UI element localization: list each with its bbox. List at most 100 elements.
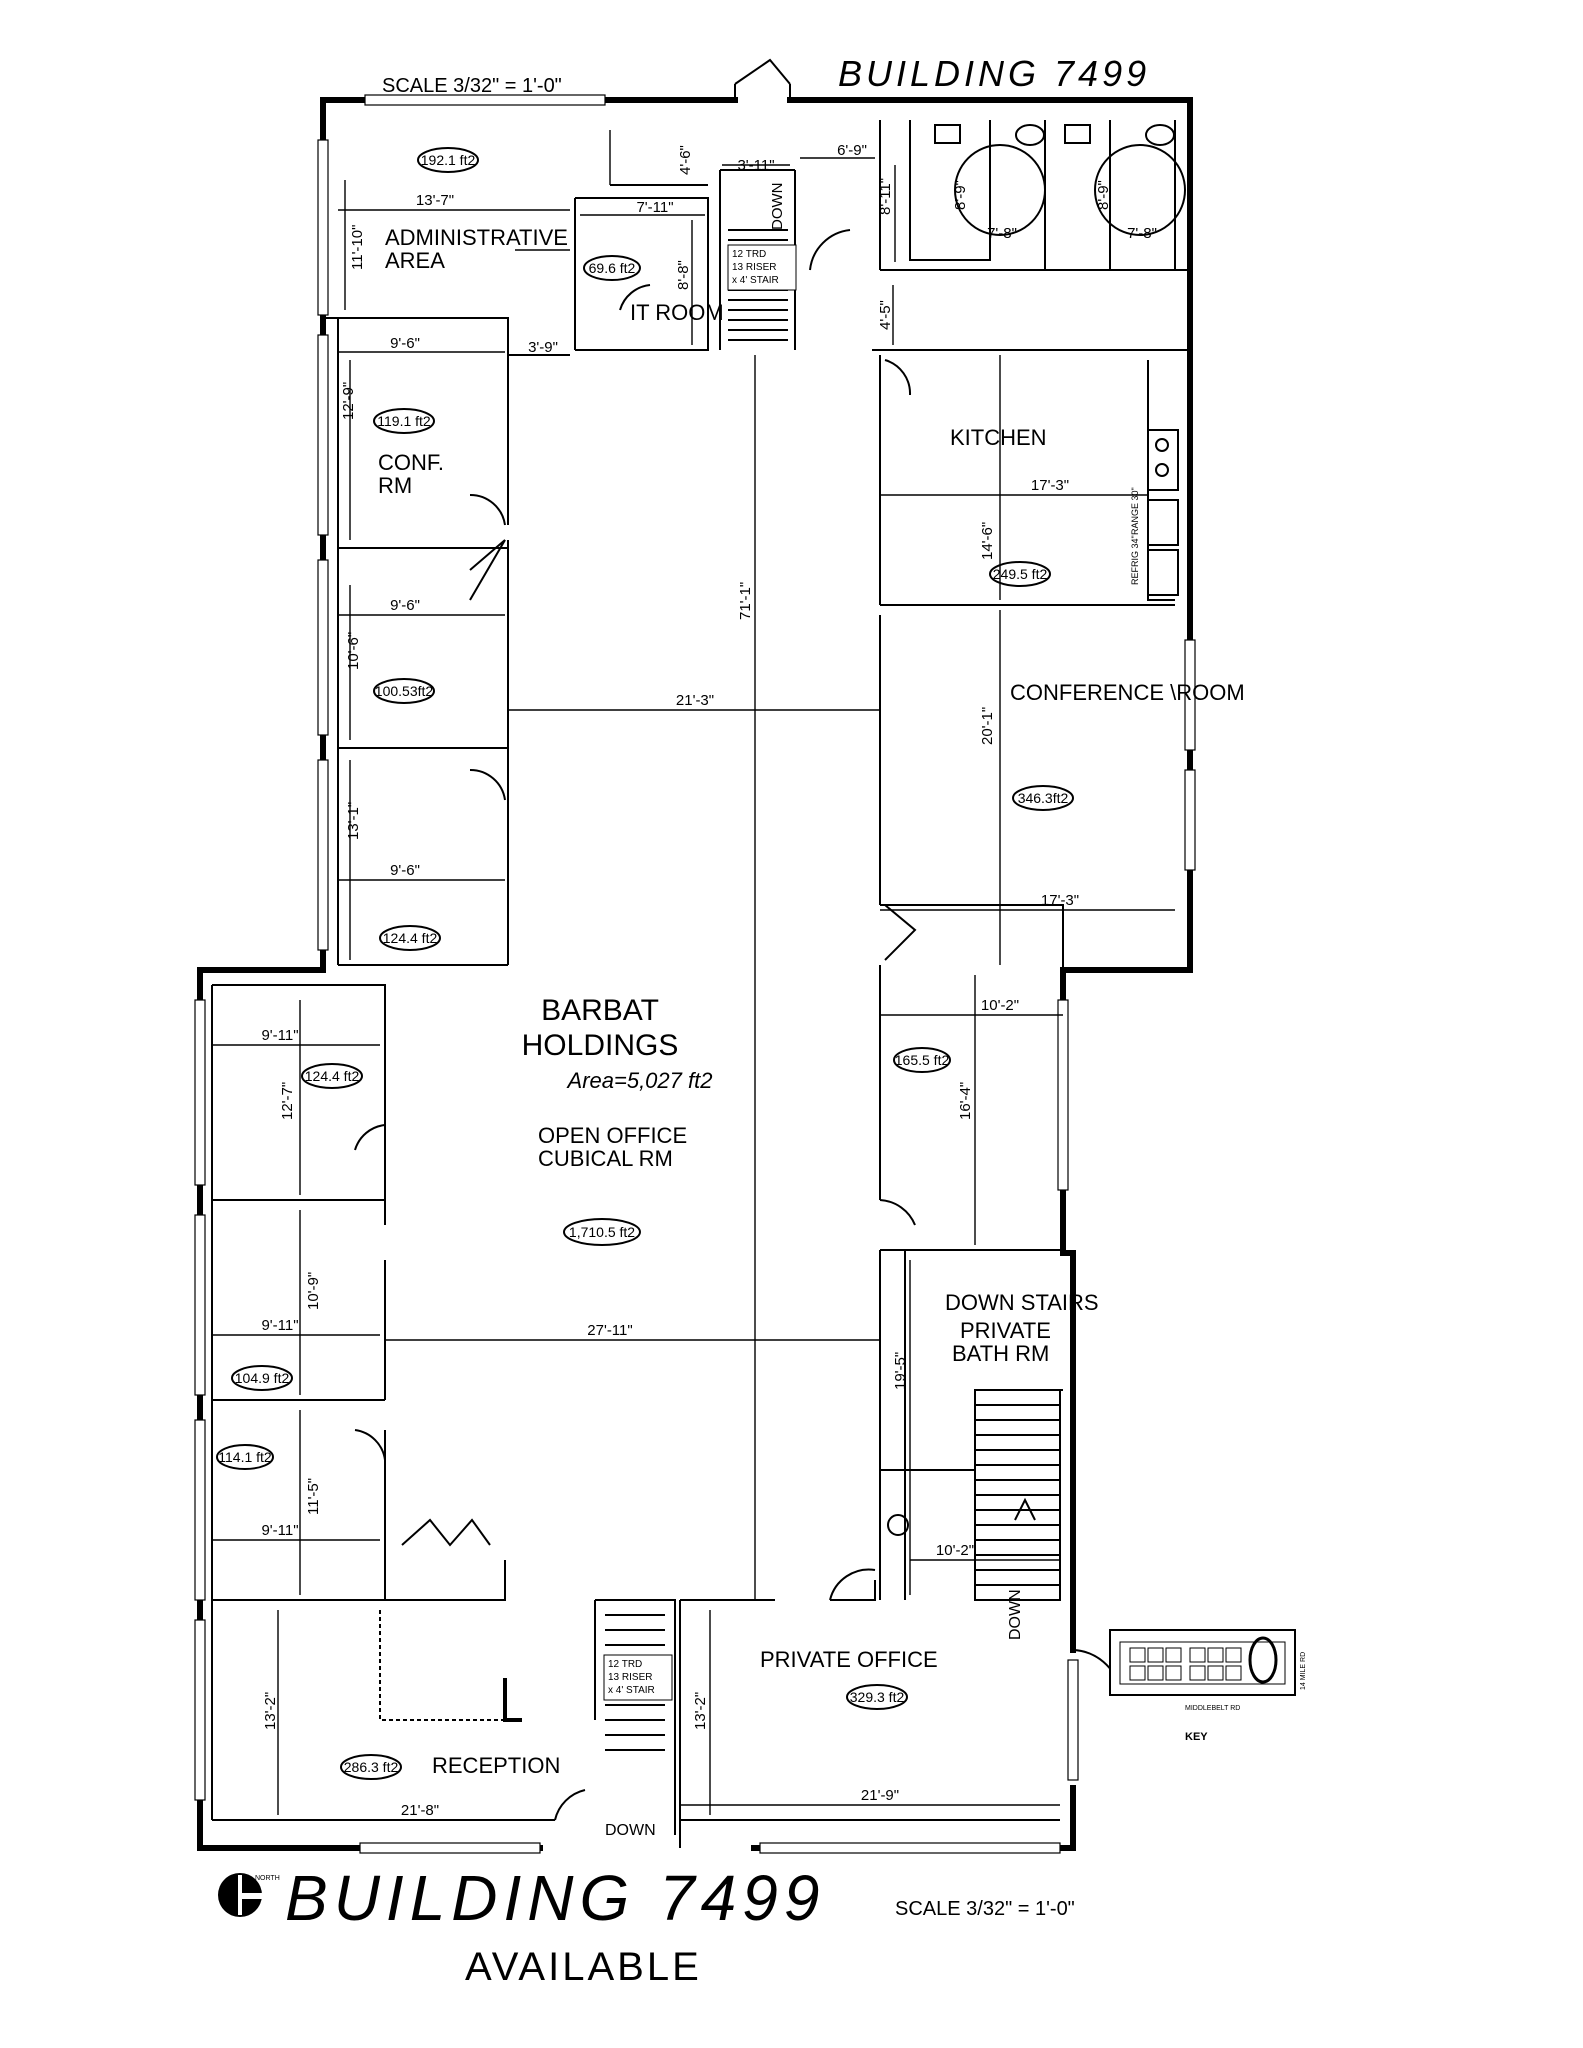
north-arrow-icon (218, 1873, 264, 1917)
open-office-label-2: CUBICAL RM (538, 1146, 673, 1171)
office-e-width: 9'-11" (261, 1522, 298, 1539)
conference-height: 20'-1" (979, 707, 996, 745)
conf-area-value: 119.1 ft2 (377, 413, 431, 429)
conf-width: 9'-6" (390, 335, 420, 352)
entry-door-swing (734, 58, 791, 85)
window (1184, 639, 1196, 751)
window (1057, 999, 1069, 1191)
stair-top-down: DOWN (769, 183, 786, 231)
it-room-label: IT ROOM (630, 300, 724, 325)
office-e-area-value: 114.1 ft2 (218, 1449, 272, 1465)
restroom-a-height: 8'-9" (952, 180, 969, 210)
admin-height: 11'-10" (349, 225, 366, 270)
conference-area-value: 346.3ft2 (1018, 790, 1069, 806)
east-office-height: 16'-4" (957, 1082, 974, 1120)
window (194, 1619, 206, 1801)
scale-note-top: SCALE 3/32" = 1'-0" (382, 75, 562, 97)
conference-width: 17'-3" (1041, 892, 1079, 909)
down-stairs-label-2: PRIVATE (960, 1318, 1051, 1343)
window (317, 759, 329, 951)
availability-status: AVAILABLE (465, 1945, 702, 1989)
reception-label: RECEPTION (432, 1753, 560, 1778)
open-office-width-lower: 27'-11" (587, 1322, 632, 1339)
building-title-bottom: BUILDING 7499 (285, 1862, 825, 1934)
window (194, 1419, 206, 1601)
stair-bottom-riser: 13 RISER (608, 1672, 652, 1683)
it-area-value: 69.6 ft2 (589, 260, 636, 276)
admin-area-value: 192.1 ft2 (421, 152, 476, 168)
office-a-width: 9'-6" (390, 597, 420, 614)
reception-width: 21'-8" (401, 1802, 439, 1819)
office-e-height: 11'-5" (305, 1478, 322, 1515)
reception-area-value: 286.3 ft2 (344, 1759, 399, 1775)
stair-top-width: 3'-11" (737, 157, 774, 174)
kitchen-width: 17'-3" (1031, 477, 1069, 494)
window (194, 999, 206, 1186)
admin-top-dim: 4'-6" (677, 145, 694, 175)
office-d-height: 10'-9" (305, 1272, 322, 1310)
key-plan-highlight (1248, 1636, 1278, 1684)
down-stairs-label-3: BATH RM (952, 1341, 1049, 1366)
down-stairs-down: DOWN (1007, 1589, 1024, 1640)
conf-label-2: RM (378, 473, 412, 498)
building-title-top: BUILDING 7499 (838, 53, 1150, 94)
kitchen-height: 14'-6" (979, 522, 996, 560)
office-a-height: 10'-6" (345, 632, 362, 670)
private-office-width: 21'-9" (861, 1787, 899, 1804)
key-road-2: 14 MILE RD (1300, 1652, 1307, 1690)
open-office-label-1: OPEN OFFICE (538, 1123, 687, 1148)
down-stairs-label-1: DOWN STAIRS (945, 1290, 1099, 1315)
east-office-width: 10'-2" (981, 997, 1019, 1014)
fridge-label: REFRIG 34" (1130, 535, 1140, 585)
open-office-width-upper: 21'-3" (676, 692, 714, 709)
restroom-a-width: 7'-8" (987, 225, 1017, 242)
conference-label: CONFERENCE \ROOM (1010, 680, 1245, 705)
kitchen-label: KITCHEN (950, 425, 1047, 450)
reception-height: 13'-2" (262, 1692, 279, 1730)
tenant-name-1: BARBAT (541, 994, 659, 1027)
area-ellipses (216, 147, 1074, 1780)
north-label: NORTH (255, 1875, 280, 1882)
office-b-area-value: 124.4 ft2 (383, 930, 438, 946)
it-height: 8'-8" (675, 260, 692, 290)
stair-top-trd: 12 TRD (732, 249, 766, 260)
office-a-area-value: 100.53ft2 (375, 683, 434, 699)
office-c-height: 12'-7" (279, 1082, 296, 1120)
key-plan (1109, 1629, 1296, 1696)
kitchen-area-value: 249.5 ft2 (993, 566, 1048, 582)
office-b-height: 13'-1" (345, 802, 362, 840)
stair-bottom-stair: x 4' STAIR (608, 1685, 655, 1696)
window (364, 94, 606, 106)
restroom-fixtures (934, 124, 1186, 236)
window (317, 334, 329, 536)
entry-frame (734, 84, 791, 100)
tenant-area: Area=5,027 ft2 (566, 1068, 713, 1093)
door-swings (354, 229, 1121, 1821)
open-office-height: 71'-1" (737, 582, 754, 620)
east-office-area-value: 165.5 ft2 (895, 1052, 950, 1068)
stair-top-note-box (727, 244, 797, 291)
private-office-height: 13'-2" (692, 1692, 709, 1730)
admin-width: 13'-7" (416, 192, 454, 209)
tenant-name-2: HOLDINGS (522, 1029, 679, 1062)
window (1184, 769, 1196, 871)
key-label: KEY (1185, 1731, 1208, 1743)
corridor-height: 8'-11" (877, 178, 894, 215)
restroom-b-width: 7'-8" (1127, 225, 1157, 242)
stair-top-riser: 13 RISER (732, 262, 776, 273)
window (1067, 1659, 1079, 1781)
window (759, 1842, 1061, 1854)
interior-walls (211, 120, 1190, 1848)
admin-label-1: ADMINISTRATIVE (385, 225, 568, 250)
restroom-b-height: 8'-9" (1095, 180, 1112, 210)
dimension-lines (212, 130, 1175, 1821)
stair-top-stair: x 4' STAIR (732, 275, 779, 286)
private-office-label: PRIVATE OFFICE (760, 1647, 938, 1672)
down-stairs-height: 19'-5" (892, 1352, 909, 1390)
window (359, 1842, 541, 1854)
stair-bottom-down: DOWN (605, 1822, 656, 1839)
stair-bottom-note-box (603, 1654, 673, 1701)
conf-label-1: CONF. (378, 450, 444, 475)
window (317, 559, 329, 736)
